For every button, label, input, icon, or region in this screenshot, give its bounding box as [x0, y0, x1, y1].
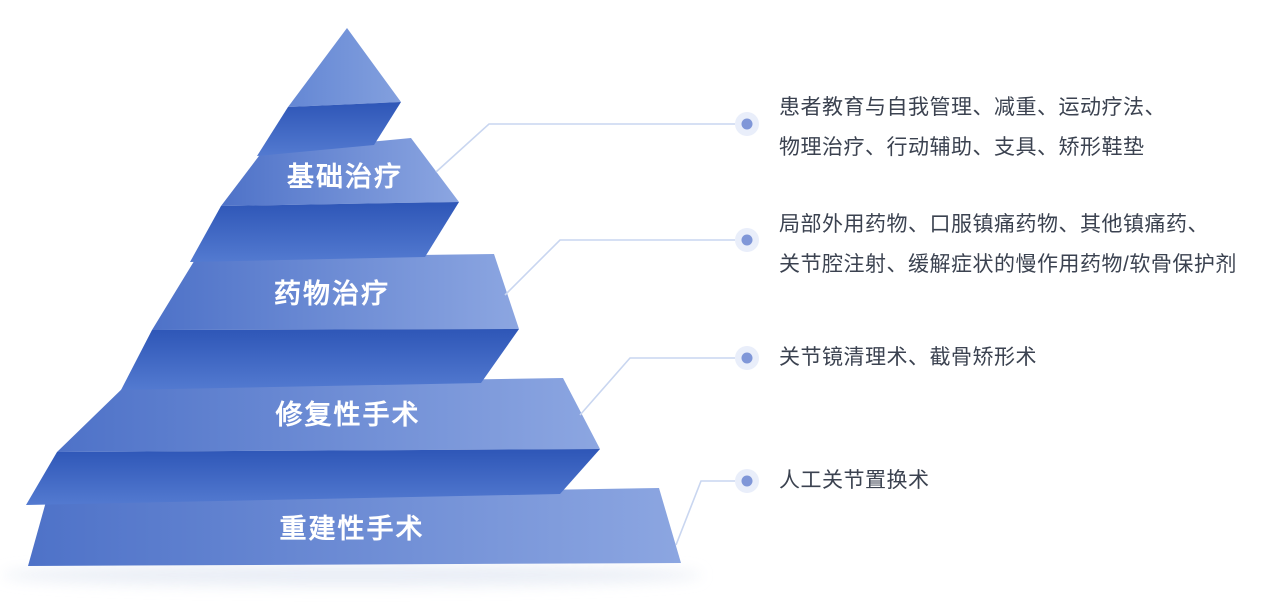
- annotation-line: 患者教育与自我管理、减重、运动疗法、: [779, 96, 1166, 119]
- bullet-3: [735, 346, 759, 370]
- bullet-4: [735, 469, 759, 493]
- tier-3-label: 修复性手术: [275, 400, 421, 430]
- bullet-3-dot: [741, 352, 753, 364]
- annotation-line: 物理治疗、行动辅助、支具、矫形鞋垫: [779, 136, 1145, 159]
- annotation-line: 人工关节置换术: [779, 469, 930, 492]
- connector-line-1: [435, 123, 735, 173]
- connector-line-2: [504, 239, 735, 296]
- connector-line-3: [579, 357, 735, 416]
- tier-2-face: [152, 254, 519, 330]
- tier-2-label: 药物治疗: [274, 278, 390, 309]
- bullet-2-dot: [741, 234, 753, 246]
- tier-1-label: 基础治疗: [287, 161, 403, 192]
- tier-4-face: [28, 488, 681, 566]
- connector-line-4: [675, 480, 735, 546]
- annotation-block-3: 关节镜清理术、截骨矫形术: [779, 338, 1037, 378]
- bullet-1: [735, 112, 759, 136]
- pyramid-apex: [288, 28, 401, 107]
- annotation-block-4: 人工关节置换术: [779, 461, 930, 501]
- tier-4-label: 重建性手术: [280, 514, 425, 544]
- annotation-line: 关节腔注射、缓解症状的慢作用药物/软骨保护剂: [779, 253, 1237, 276]
- fold-tier-2-to-3: [121, 329, 519, 390]
- annotation-line: 关节镜清理术、截骨矫形术: [779, 346, 1037, 369]
- bullet-1-dot: [741, 118, 753, 130]
- annotation-block-1: 患者教育与自我管理、减重、运动疗法、 物理治疗、行动辅助、支具、矫形鞋垫: [779, 88, 1166, 168]
- annotation-line: 局部外用药物、口服镇痛药物、其他镇痛药、: [779, 213, 1209, 236]
- fold-tier-3-to-4: [26, 449, 600, 505]
- annotation-block-2: 局部外用药物、口服镇痛药物、其他镇痛药、 关节腔注射、缓解症状的慢作用药物/软骨…: [779, 205, 1237, 285]
- fold-tier-1-to-2: [190, 202, 459, 262]
- tier-3-face: [57, 378, 600, 452]
- bullet-4-dot: [741, 475, 753, 487]
- tier-1-face: [221, 138, 459, 206]
- pyramid-ground-shadow: [2, 564, 702, 586]
- bullet-2: [735, 228, 759, 252]
- fold-apex-to-tier-1: [257, 102, 401, 156]
